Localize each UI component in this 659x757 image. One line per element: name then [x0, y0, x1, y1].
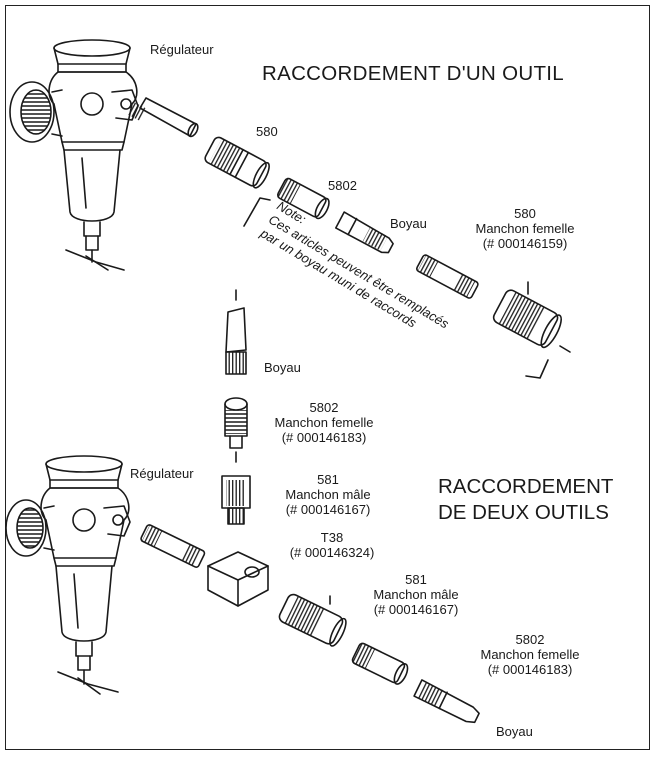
female-5802-top-number: 5802: [309, 400, 339, 415]
female-580-ref: (# 000146159): [482, 236, 568, 251]
label-female-5802-side: 5802 Manchon femelle (# 000146183): [460, 632, 600, 677]
label-580-top: 580: [256, 124, 278, 139]
label-regulator-top: Régulateur: [150, 42, 214, 57]
male-581-top-name: Manchon mâle: [285, 487, 371, 502]
tee-t38-ref: (# 000146324): [289, 545, 375, 560]
label-female-580: 580 Manchon femelle (# 000146159): [454, 206, 596, 251]
label-hose-center: Boyau: [264, 360, 301, 375]
female-580-name: Manchon femelle: [475, 221, 575, 236]
female-5802-top-name: Manchon femelle: [274, 415, 374, 430]
regulator-bottom-drawing: [5, 455, 131, 695]
label-male-581-top: 581 Manchon mâle (# 000146167): [262, 472, 394, 517]
female-5802-top-ref: (# 000146183): [281, 430, 367, 445]
center-fittings-drawing: [221, 289, 251, 525]
label-5802-top: 5802: [328, 178, 357, 193]
bottom-fittings-drawing: [140, 524, 480, 724]
regulator-top-drawing: [9, 39, 139, 271]
tee-t38-number: T38: [320, 530, 344, 545]
male-581-side-ref: (# 000146167): [373, 602, 459, 617]
title-two-tools-line1: RACCORDEMENT: [438, 475, 614, 498]
male-581-top-number: 581: [317, 472, 339, 487]
label-male-581-side: 581 Manchon mâle (# 000146167): [350, 572, 482, 617]
title-one-tool: RACCORDEMENT D'UN OUTIL: [262, 62, 565, 85]
male-581-top-ref: (# 000146167): [285, 502, 371, 517]
female-5802-side-name: Manchon femelle: [480, 647, 580, 662]
female-580-number: 580: [514, 206, 536, 221]
male-581-side-name: Manchon mâle: [373, 587, 459, 602]
title-two-tools-line2: DE DEUX OUTILS: [438, 501, 609, 524]
label-tee-t38: T38 (# 000146324): [266, 530, 398, 560]
female-5802-side-number: 5802: [515, 632, 545, 647]
label-regulator-bottom: Régulateur: [130, 466, 194, 481]
label-hose-bottom: Boyau: [496, 724, 533, 739]
male-581-side-number: 581: [405, 572, 427, 587]
top-fittings-drawing: [127, 97, 571, 379]
diagram-frame: [5, 5, 650, 750]
female-5802-side-ref: (# 000146183): [487, 662, 573, 677]
label-female-5802-top: 5802 Manchon femelle (# 000146183): [258, 400, 390, 445]
title-two-tools: RACCORDEMENT DE DEUX OUTILS: [438, 474, 613, 526]
label-hose-top: Boyau: [390, 216, 427, 231]
